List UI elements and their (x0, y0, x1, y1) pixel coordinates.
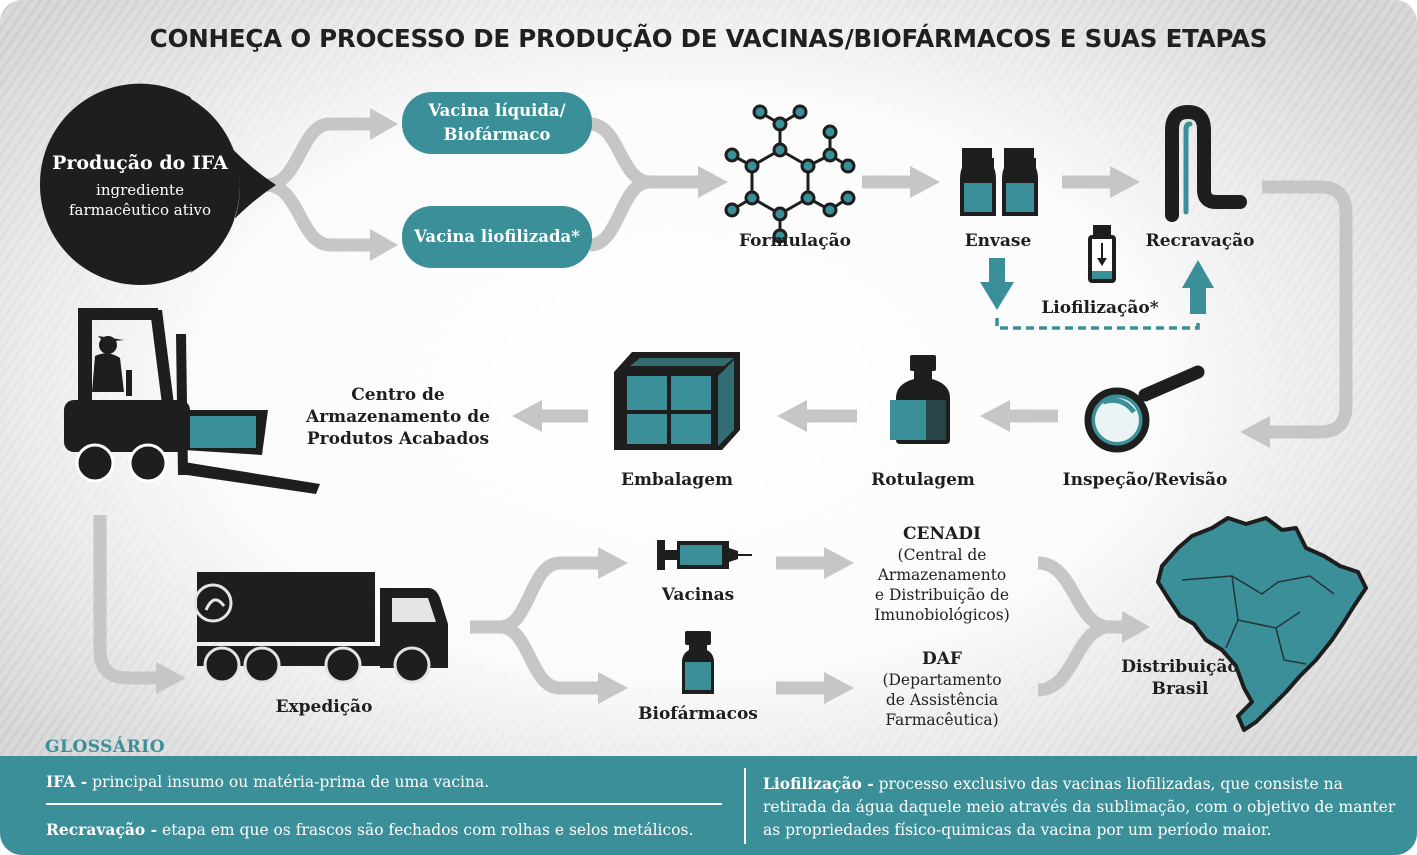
label-cenadi: CENADI (903, 524, 981, 544)
molecule-icon (724, 104, 856, 244)
brazil-map-icon (1156, 516, 1368, 732)
glossary-divider-horizontal (46, 803, 722, 805)
label-centro-armazenamento: Centro de Armazenamento de Produtos Acab… (306, 385, 490, 449)
pill-vacina-liquida: Vacina líquida/ Biofármaco (402, 92, 592, 154)
syringe-icon (657, 540, 752, 570)
vial-icon (1088, 225, 1116, 283)
ifa-subtitle: ingrediente farmacêutico ativo (68, 181, 212, 219)
daf-description: (Departamento de Assistência Farmacêutic… (882, 671, 1002, 729)
glossary-divider-vertical (744, 768, 746, 844)
label-formulacao: Formulação (739, 231, 851, 251)
truck-icon (193, 572, 448, 684)
capping-machine-icon (1165, 104, 1247, 222)
glossary-liofilizacao: Liofilização - processo exclusivo das va… (763, 772, 1403, 842)
pill-vacina-liofilizada: Vacina liofilizada* (402, 206, 592, 268)
cenadi-description: (Central de Armazenamento e Distribuição… (874, 546, 1010, 624)
label-embalagem: Embalagem (620, 470, 733, 490)
label-liofilizacao: Liofilização* (1041, 298, 1159, 318)
glossary-ifa-definition: principal insumo ou matéria-prima de uma… (87, 773, 490, 791)
label-recravacao: Recravação (1145, 231, 1255, 251)
label-inspecao: Inspeção/Revisão (1062, 470, 1228, 490)
diagram-title: CONHEÇA O PROCESSO DE PRODUÇÃO DE VACINA… (149, 24, 1268, 53)
biopharma-vial-icon (682, 631, 714, 694)
ifa-title: Produção do IFA (52, 152, 228, 174)
glossary-panel: IFA - principal insumo ou matéria-prima … (0, 756, 1417, 855)
box-icon (614, 352, 740, 450)
forklift-icon (64, 308, 320, 494)
glossary-recravacao: Recravação - etapa em que os frascos são… (46, 818, 693, 842)
magnifier-icon (1084, 365, 1205, 453)
glossary-recravacao-term: Recravação - (46, 820, 158, 839)
label-expedicao: Expedição (275, 697, 373, 717)
label-envase: Envase (964, 231, 1032, 251)
label-vacinas: Vacinas (661, 585, 735, 605)
glossary-liofilizacao-definition: processo exclusivo das vacinas liofiliza… (763, 775, 1396, 839)
bottles-icon (960, 148, 1038, 216)
glossary-recravacao-definition: etapa em que os frascos são fechados com… (157, 821, 694, 839)
label-distribuicao-brasil: Distribuição Brasil (1121, 657, 1239, 699)
label-daf: DAF (921, 649, 962, 669)
glossary-ifa: IFA - principal insumo ou matéria-prima … (46, 770, 489, 794)
labeled-vial-icon (890, 355, 950, 444)
glossary-ifa-term: IFA - (46, 772, 88, 791)
glossary-title: GLOSSÁRIO (45, 737, 166, 757)
label-biofarmacos: Biofármacos (638, 704, 758, 724)
glossary-liofilizacao-term: Liofilização - (763, 774, 874, 793)
label-rotulagem: Rotulagem (871, 470, 975, 490)
